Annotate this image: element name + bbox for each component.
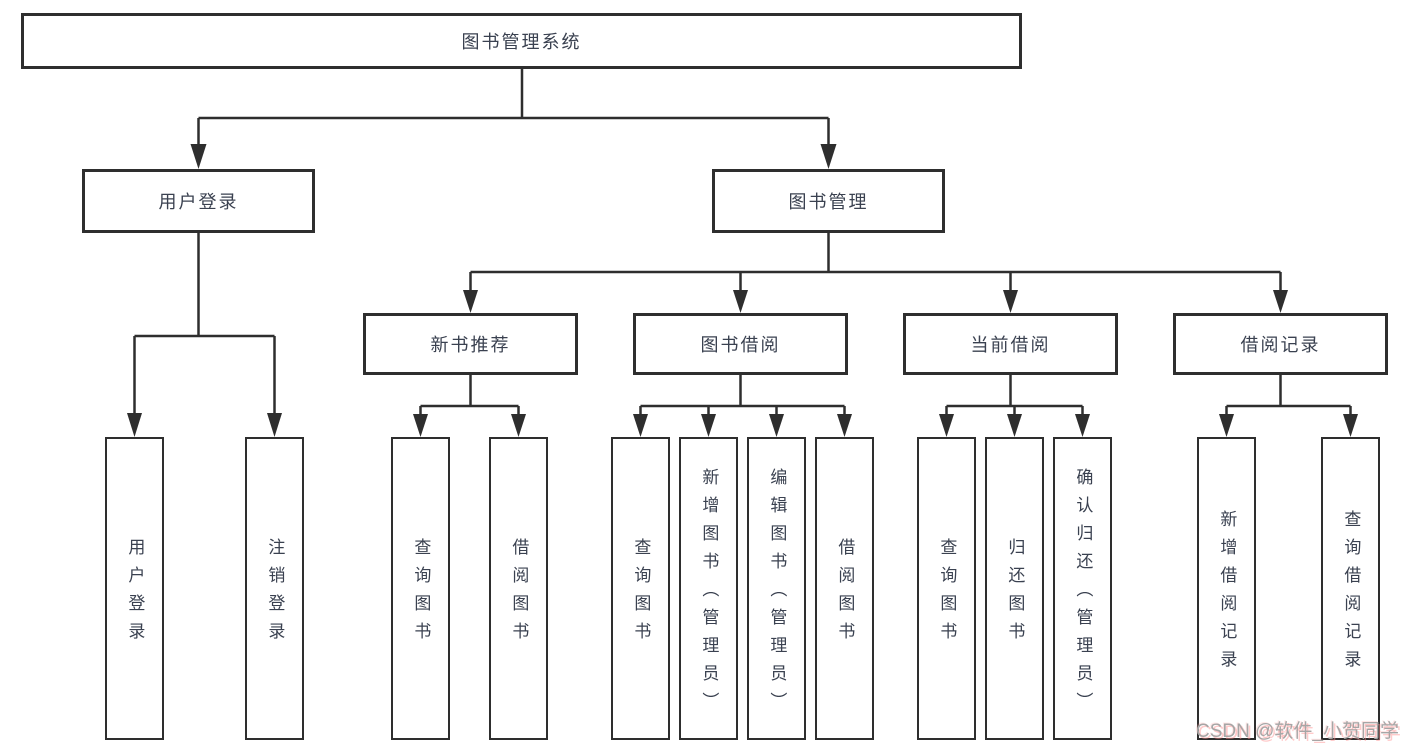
leaf-records-query-record-label: 查询借阅记录 (1341, 510, 1361, 678)
connector-root-to-level2 (197, 69, 830, 147)
node-borrow-records-label: 借阅记录 (1240, 335, 1321, 355)
arrowhead-icon (1273, 290, 1288, 313)
leaf-recommend-query-books-label: 查询图书 (411, 538, 431, 650)
connector-current-to-leaves (945, 375, 1084, 417)
leaf-logout: 注销登录 (245, 437, 304, 740)
leaf-borrow-edit-books-admin: 编辑图书（管理员） (747, 437, 806, 740)
leaf-current-query-books-label: 查询图书 (937, 538, 957, 650)
arrowhead-icon (820, 144, 837, 169)
leaf-current-return-books: 归还图书 (985, 437, 1044, 740)
leaf-borrow-borrow-books: 借阅图书 (815, 437, 874, 740)
leaf-recommend-borrow-books-label: 借阅图书 (509, 538, 529, 650)
arrowhead-icon (1003, 290, 1018, 313)
node-book-management: 图书管理 (712, 169, 945, 233)
node-user-login: 用户登录 (82, 169, 315, 233)
node-book-management-label: 图书管理 (788, 192, 869, 212)
node-current-borrow-label: 当前借阅 (970, 335, 1051, 355)
node-user-login-label: 用户登录 (158, 192, 239, 212)
leaf-logout-label: 注销登录 (265, 538, 285, 650)
connector-borrow-to-leaves (639, 375, 846, 417)
leaf-recommend-query-books: 查询图书 (391, 437, 450, 740)
arrowhead-icon (939, 414, 954, 437)
arrowhead-icon (127, 413, 142, 437)
csdn-watermark: CSDN @软件_小贺同学 (1196, 721, 1399, 742)
node-borrow-records: 借阅记录 (1173, 313, 1388, 375)
leaf-current-return-books-label: 归还图书 (1005, 538, 1025, 650)
arrowhead-icon (769, 414, 784, 437)
arrowhead-icon (1007, 414, 1022, 437)
arrowhead-icon (1219, 414, 1234, 437)
arrowhead-icon (267, 413, 282, 437)
leaf-borrow-borrow-books-label: 借阅图书 (835, 538, 855, 650)
arrowheads (127, 144, 1358, 437)
leaf-borrow-add-books-admin: 新增图书（管理员） (679, 437, 738, 740)
connector-login-to-leaves (133, 233, 276, 416)
arrowhead-icon (633, 414, 648, 437)
arrowhead-icon (1075, 414, 1090, 437)
arrowhead-icon (190, 144, 207, 169)
leaf-current-confirm-return-admin-label: 确认归还（管理员） (1073, 468, 1093, 720)
connector-records-to-leaves (1225, 375, 1352, 417)
leaf-user-login-label: 用户登录 (125, 538, 145, 650)
arrowhead-icon (463, 290, 478, 313)
node-current-borrow: 当前借阅 (903, 313, 1118, 375)
node-root: 图书管理系统 (21, 13, 1022, 69)
leaf-current-query-books: 查询图书 (917, 437, 976, 740)
arrowhead-icon (733, 290, 748, 313)
leaf-records-add-record-label: 新增借阅记录 (1217, 510, 1237, 678)
arrowhead-icon (837, 414, 852, 437)
leaf-borrow-query-books: 查询图书 (611, 437, 670, 740)
leaf-borrow-edit-books-admin-label: 编辑图书（管理员） (767, 468, 787, 720)
arrowhead-icon (511, 414, 526, 437)
leaf-user-login: 用户登录 (105, 437, 164, 740)
connector-mgmt-to-level3 (469, 233, 1282, 293)
arrowhead-icon (413, 414, 428, 437)
leaf-borrow-add-books-admin-label: 新增图书（管理员） (699, 468, 719, 720)
node-root-label: 图书管理系统 (461, 32, 582, 52)
node-new-book-recommend-label: 新书推荐 (430, 335, 511, 355)
connector-recommend-to-leaves (419, 375, 520, 417)
node-book-borrow: 图书借阅 (633, 313, 848, 375)
node-book-borrow-label: 图书借阅 (700, 335, 781, 355)
leaf-current-confirm-return-admin: 确认归还（管理员） (1053, 437, 1112, 740)
node-new-book-recommend: 新书推荐 (363, 313, 578, 375)
arrowhead-icon (701, 414, 716, 437)
arrowhead-icon (1343, 414, 1358, 437)
leaf-borrow-query-books-label: 查询图书 (631, 538, 651, 650)
leaf-records-add-record: 新增借阅记录 (1197, 437, 1256, 740)
leaf-recommend-borrow-books: 借阅图书 (489, 437, 548, 740)
leaf-records-query-record: 查询借阅记录 (1321, 437, 1380, 740)
